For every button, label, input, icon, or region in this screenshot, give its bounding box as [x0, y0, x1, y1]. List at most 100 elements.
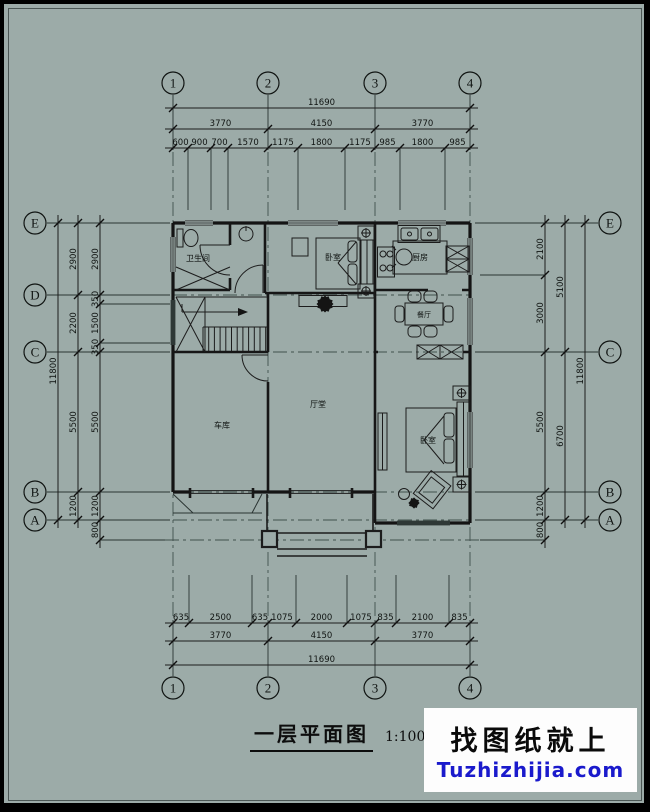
dim: 1800 [412, 138, 434, 148]
room-label-bathroom: 卫生间 [186, 253, 210, 263]
dim: 2100 [412, 613, 434, 623]
windows [170, 220, 473, 526]
axis-col-2-bottom: 2 [265, 681, 272, 696]
dim: 5500 [91, 411, 101, 433]
dim: 1500 [91, 312, 101, 334]
dim: 2100 [536, 238, 546, 260]
porch-column [364, 529, 383, 549]
dim: 2900 [69, 248, 79, 270]
dim: 2900 [91, 248, 101, 270]
dim: 635 [252, 613, 268, 623]
corridor-symbol [238, 226, 254, 242]
dining-wall-cabinets [416, 344, 464, 360]
hall-plant [316, 295, 334, 313]
dim: 350 [91, 291, 101, 307]
dim: 1800 [311, 138, 333, 148]
axis-bubbles [23, 71, 622, 700]
stair-window-dark [170, 300, 176, 345]
dim: 600 [172, 138, 188, 148]
dim-top-total: 11690 [308, 98, 335, 108]
bedroom-bottom-furniture [377, 385, 471, 510]
axis-col-4-bottom: 4 [467, 681, 474, 696]
room-label-kitchen: 厨房 [412, 252, 428, 262]
room-label-bedroom-top: 卧室 [325, 252, 341, 262]
dimension-text-left: 11800 2900 2200 5500 1200 2900 350 1500 … [49, 248, 101, 538]
axis-row-E-right: E [606, 216, 614, 231]
bedroom-window-dark [397, 520, 450, 526]
dim: 4150 [311, 119, 333, 129]
bathroom-toilet [176, 228, 199, 248]
dim: 1075 [350, 613, 372, 623]
dim: 1200 [91, 495, 101, 517]
watermark-box: 找图纸就上 Tuzhizhijia.com [424, 708, 637, 792]
dim: 5100 [556, 276, 566, 298]
dim: 800 [91, 522, 101, 538]
dimension-text-right: 2100 3000 5500 1200 800 5100 6700 11800 [536, 238, 586, 538]
kitchen-fixtures [377, 225, 470, 278]
dim-bottom-total: 11690 [308, 655, 335, 665]
dim: 1075 [271, 613, 293, 623]
porch-column [260, 529, 279, 549]
dim: 700 [211, 138, 227, 148]
extension-lines [47, 95, 598, 676]
dim: 1175 [272, 138, 294, 148]
drawing-paper [4, 4, 644, 803]
dim: 5500 [536, 411, 546, 433]
axis-row-B-right: B [606, 485, 615, 500]
bedroom-top-furniture [291, 225, 375, 307]
room-labels: 卫生间 卧室 厨房 餐厅 厅堂 车库 卧室 [186, 252, 436, 445]
axis-col-1: 1 [170, 76, 177, 91]
dimension-text-bottom: 635 2500 635 1075 2000 1075 835 2100 835… [173, 613, 468, 665]
axis-row-C-right: C [606, 345, 615, 360]
dim: 900 [191, 138, 207, 148]
dimension-ticks [53, 103, 590, 670]
dimension-lines [57, 107, 586, 666]
drawing-title: 一层平面图 1:100 [250, 718, 425, 752]
room-label-garage: 车库 [214, 420, 230, 430]
bedroom-bottom-plant [408, 497, 420, 509]
stair-direction-arrow [238, 308, 248, 316]
drawing-title-text: 一层平面图 [250, 718, 373, 752]
dim: 3770 [210, 119, 232, 129]
axis-row-C-left: C [31, 345, 40, 360]
dim: 2200 [69, 312, 79, 334]
walls-interior [173, 223, 470, 523]
dim: 835 [377, 613, 393, 623]
dim: 1570 [237, 138, 259, 148]
axis-row-A-left: A [30, 513, 40, 528]
axis-col-1-bottom: 1 [170, 681, 177, 696]
room-label-dining: 餐厅 [417, 310, 431, 319]
axis-col-2: 2 [265, 76, 272, 91]
dim: 835 [451, 613, 467, 623]
watermark-site-url: Tuzhizhijia.com [436, 757, 625, 782]
dim: 985 [449, 138, 465, 148]
dim: 3770 [210, 631, 232, 641]
garage-ramp [172, 493, 263, 514]
axis-row-A-right: A [605, 513, 615, 528]
axis-row-B-left: B [31, 485, 40, 500]
dimension-text-top: 11690 3770 4150 3770 600 900 700 1570 11… [172, 98, 465, 148]
dim: 6700 [556, 425, 566, 447]
dim: 1175 [349, 138, 371, 148]
entry-porch [260, 494, 383, 557]
dim: 1200 [69, 495, 79, 517]
dim: 5500 [69, 411, 79, 433]
dim: 350 [91, 339, 101, 355]
dim: 1200 [536, 495, 546, 517]
dim-left-total: 11800 [49, 357, 59, 384]
room-label-bedroom-bottom: 卧室 [420, 435, 436, 445]
dim: 3770 [412, 631, 434, 641]
axis-labels: 1 2 3 4 1 2 3 4 E D C B A E C B A [30, 76, 615, 696]
dim: 635 [173, 613, 189, 623]
dim: 3000 [536, 302, 546, 324]
dim-right-total: 11800 [576, 357, 586, 384]
stairs [175, 266, 267, 353]
drawing-scale: 1:100 [385, 729, 426, 745]
axis-row-D-left: D [30, 288, 39, 303]
axis-col-3-bottom: 3 [372, 681, 379, 696]
axis-col-4: 4 [467, 76, 474, 91]
axis-col-3: 3 [372, 76, 379, 91]
dim: 2000 [311, 613, 333, 623]
